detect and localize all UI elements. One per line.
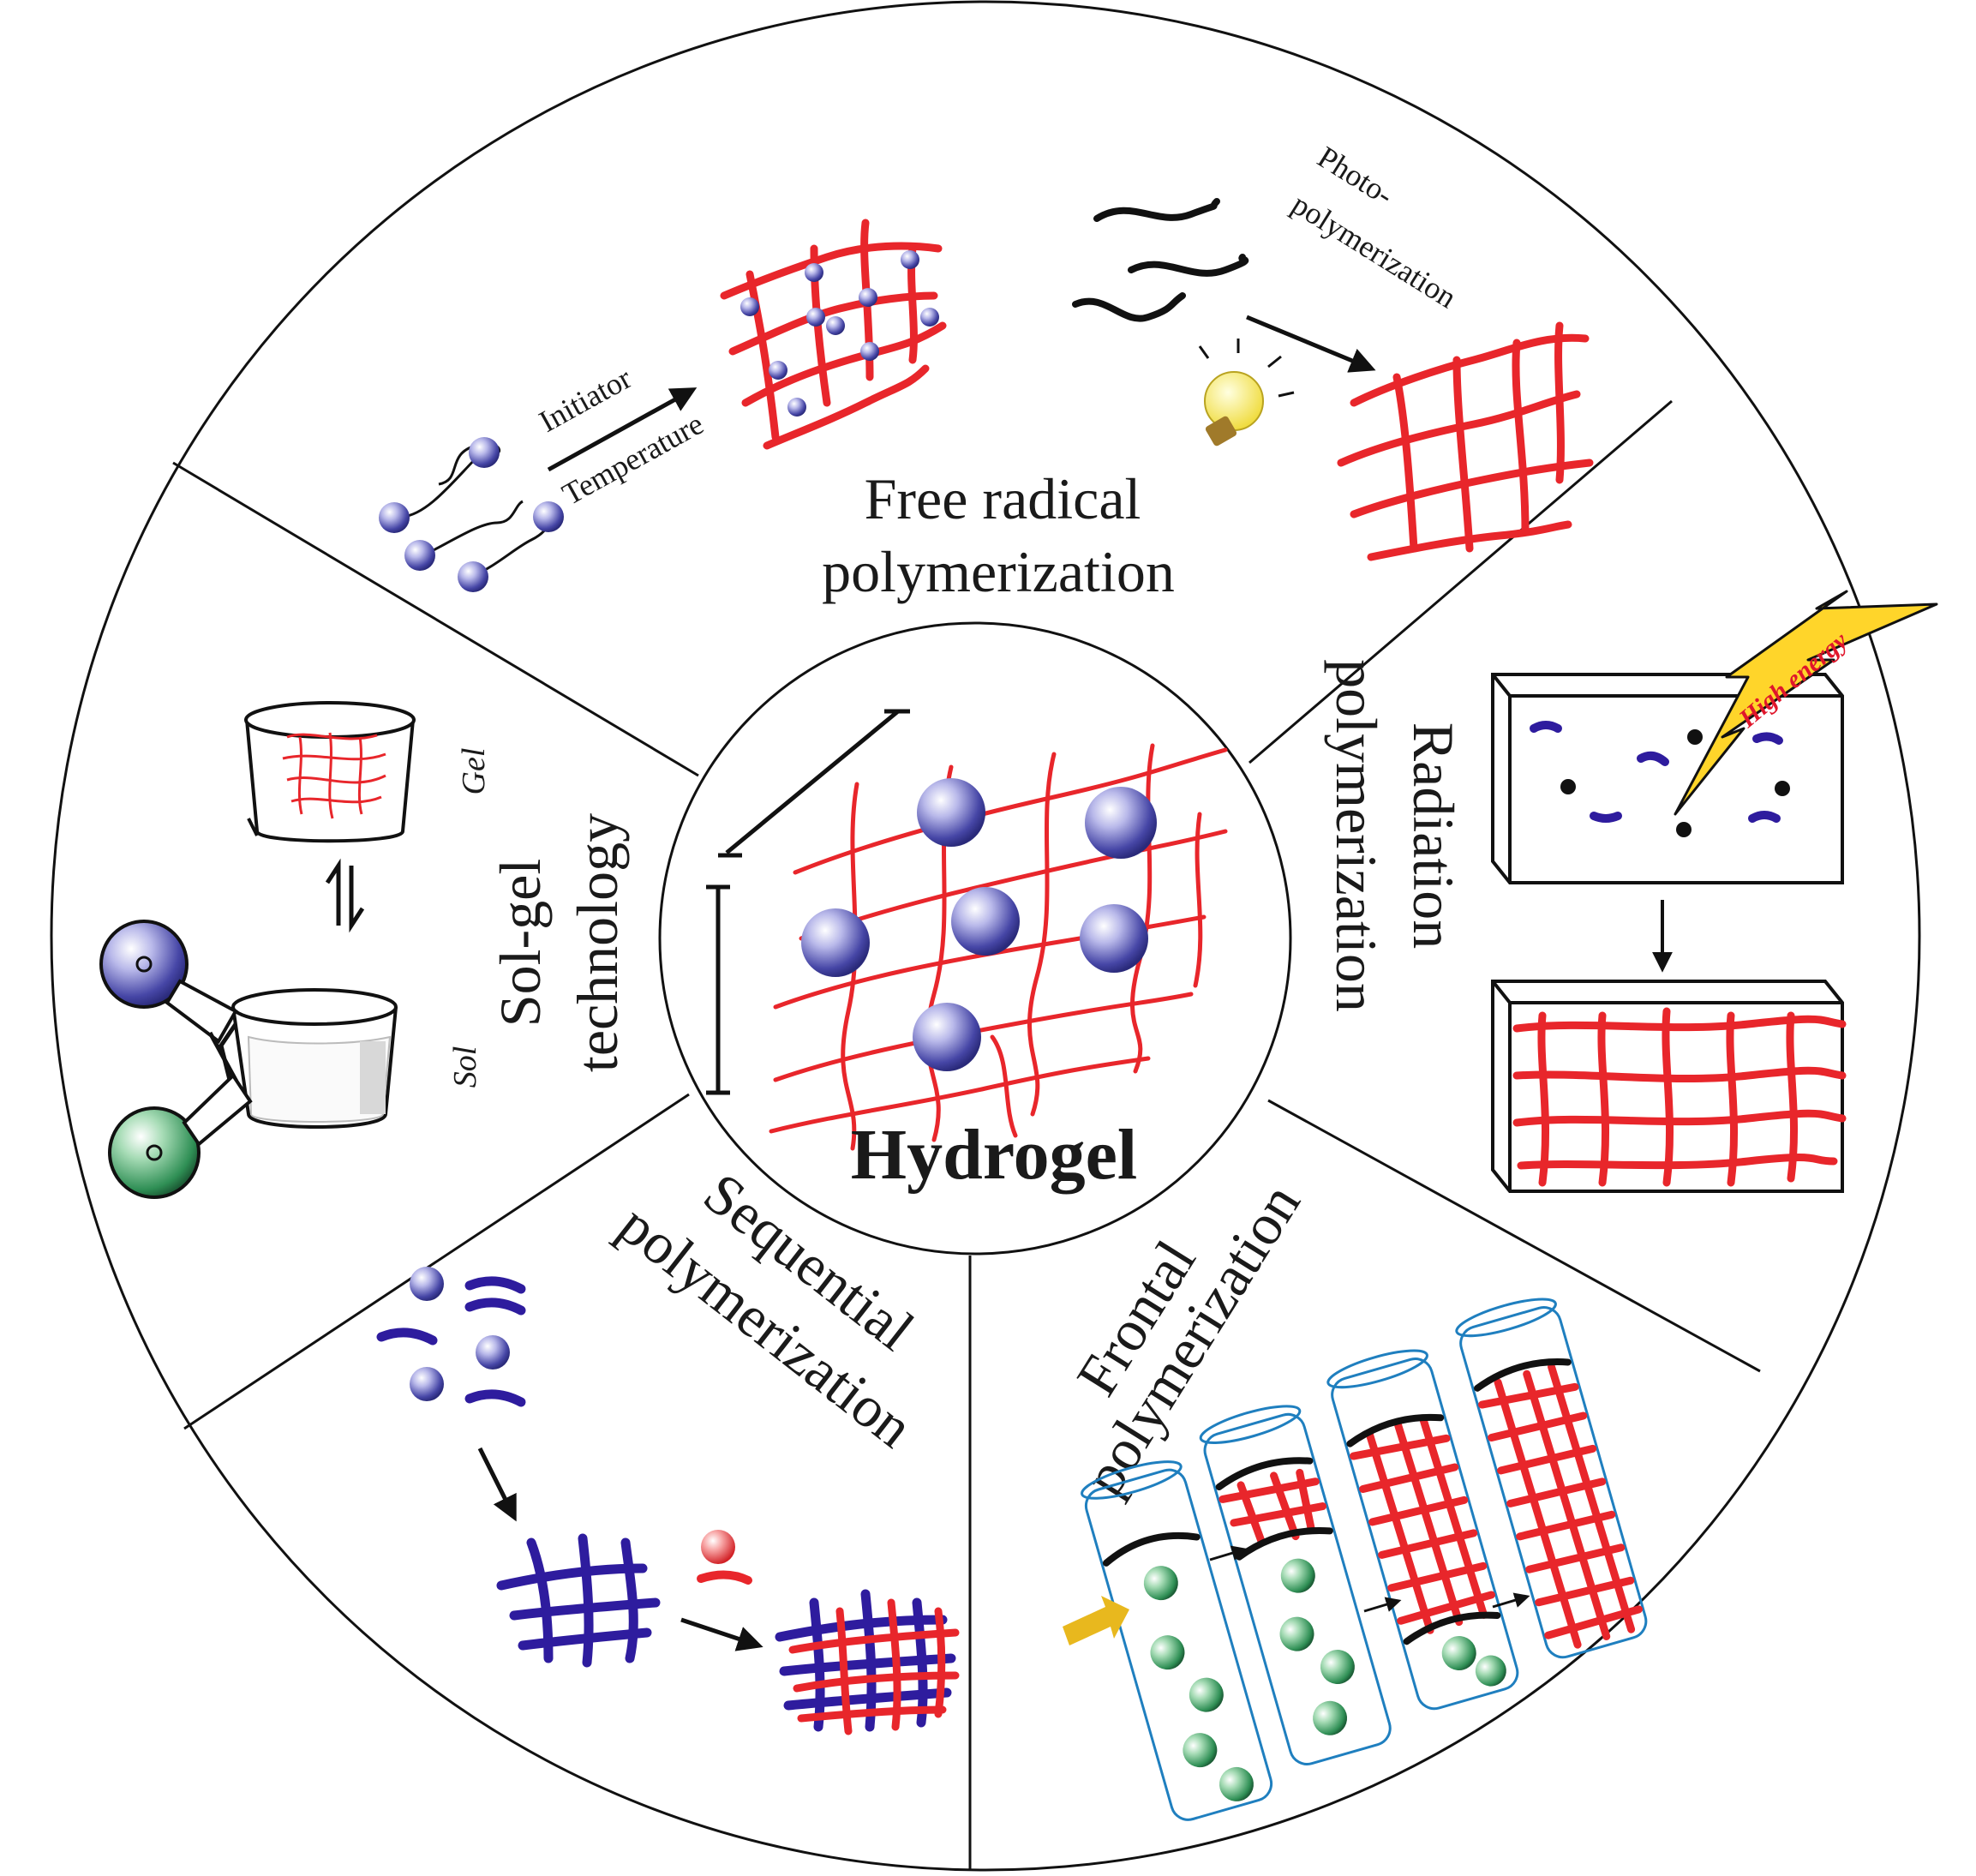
dimension-line-diagonal	[725, 710, 900, 854]
divider-top-right	[1248, 399, 1673, 764]
gel-beaker-icon	[244, 701, 416, 843]
reaction-tube	[1455, 1298, 1648, 1659]
section-sol-gel: Sol-gel technology Gel	[99, 701, 630, 1199]
section-title-line2: polymerization	[1324, 659, 1389, 1012]
divider-right	[1267, 1099, 1761, 1373]
photo-arrow	[1246, 315, 1376, 373]
divider-bottom-left	[183, 1093, 690, 1430]
monomer-chain	[1072, 292, 1186, 322]
radical-dot	[1775, 781, 1790, 796]
photo-network	[1337, 321, 1594, 561]
first-network	[496, 1533, 661, 1668]
sequential-arrow-1	[477, 1447, 517, 1522]
radiation-box-before	[1491, 673, 1844, 884]
flask-bottom-icon	[108, 1022, 253, 1199]
front-arrow	[1363, 1597, 1402, 1613]
ignition-arrow-icon	[1063, 1596, 1129, 1645]
monomer	[379, 502, 410, 533]
inner-circle	[658, 621, 1292, 1256]
sol-beaker-icon	[231, 988, 398, 1129]
equilibrium-arrows-icon	[325, 858, 365, 933]
hydrogel-network	[769, 743, 1228, 1151]
sphere	[1080, 904, 1148, 973]
wheel-frame	[50, 0, 1921, 1872]
polymer-chain	[1530, 721, 1562, 733]
polymer-chain	[1752, 732, 1783, 745]
section-radiation: Radiation polymerization High energy	[1324, 590, 1938, 1193]
front-arrow	[1209, 1545, 1248, 1561]
monomer	[458, 561, 488, 592]
light-bulb-icon	[1198, 339, 1295, 447]
section-sequential: Sequential polymerization	[376, 1160, 960, 1735]
sphere	[1085, 787, 1157, 859]
reaction-tube	[1326, 1349, 1519, 1711]
flask-top-icon	[99, 920, 238, 1099]
monomer-chain	[1128, 254, 1249, 277]
second-monomer	[697, 1530, 752, 1585]
hydrogel-center: Hydrogel	[706, 709, 1228, 1195]
sphere	[913, 1003, 981, 1071]
reaction-tube	[1081, 1460, 1273, 1821]
gel-label: Gel	[456, 748, 492, 795]
sphere	[801, 908, 870, 977]
divider-top-left	[172, 461, 699, 777]
front-arrow	[1492, 1592, 1530, 1609]
monomer	[469, 437, 500, 468]
section-title-line1: Sol-gel	[488, 859, 553, 1027]
sequential-arrow-2	[680, 1617, 763, 1651]
monomer	[533, 501, 564, 532]
section-title-line1: Free radical	[865, 466, 1141, 531]
sol-label: Sol	[447, 1046, 483, 1088]
monomer-chain	[1093, 198, 1220, 222]
sequential-monomers	[376, 1267, 526, 1407]
reaction-tube	[1199, 1405, 1392, 1765]
radical-dot	[1560, 779, 1576, 794]
section-free-radical: Initiator Temperature	[379, 140, 1594, 604]
sphere	[917, 778, 985, 847]
sphere	[951, 887, 1020, 956]
monomer	[404, 540, 435, 571]
section-title-line2: technology	[565, 813, 630, 1072]
radical-dot	[1676, 822, 1692, 837]
radiation-box-after	[1491, 980, 1847, 1193]
hydrogel-spheres	[801, 778, 1157, 1071]
radical-dot	[1687, 729, 1703, 745]
interpenetrating-network	[775, 1589, 960, 1735]
outer-circle	[50, 0, 1921, 1872]
section-title-line1: Radiation	[1401, 722, 1466, 949]
network-nodes	[740, 250, 939, 417]
polymer-chain	[1590, 812, 1622, 823]
polymer-chain	[1637, 751, 1669, 766]
lightning-bolt-icon: High energy	[1674, 590, 1938, 816]
initiation-arrow	[547, 387, 698, 472]
center-label: Hydrogel	[851, 1115, 1137, 1195]
polymer-chain	[1748, 811, 1781, 823]
section-title-line2: polymerization	[822, 539, 1175, 604]
section-frontal: Frontal polymerization	[1063, 1172, 1648, 1821]
